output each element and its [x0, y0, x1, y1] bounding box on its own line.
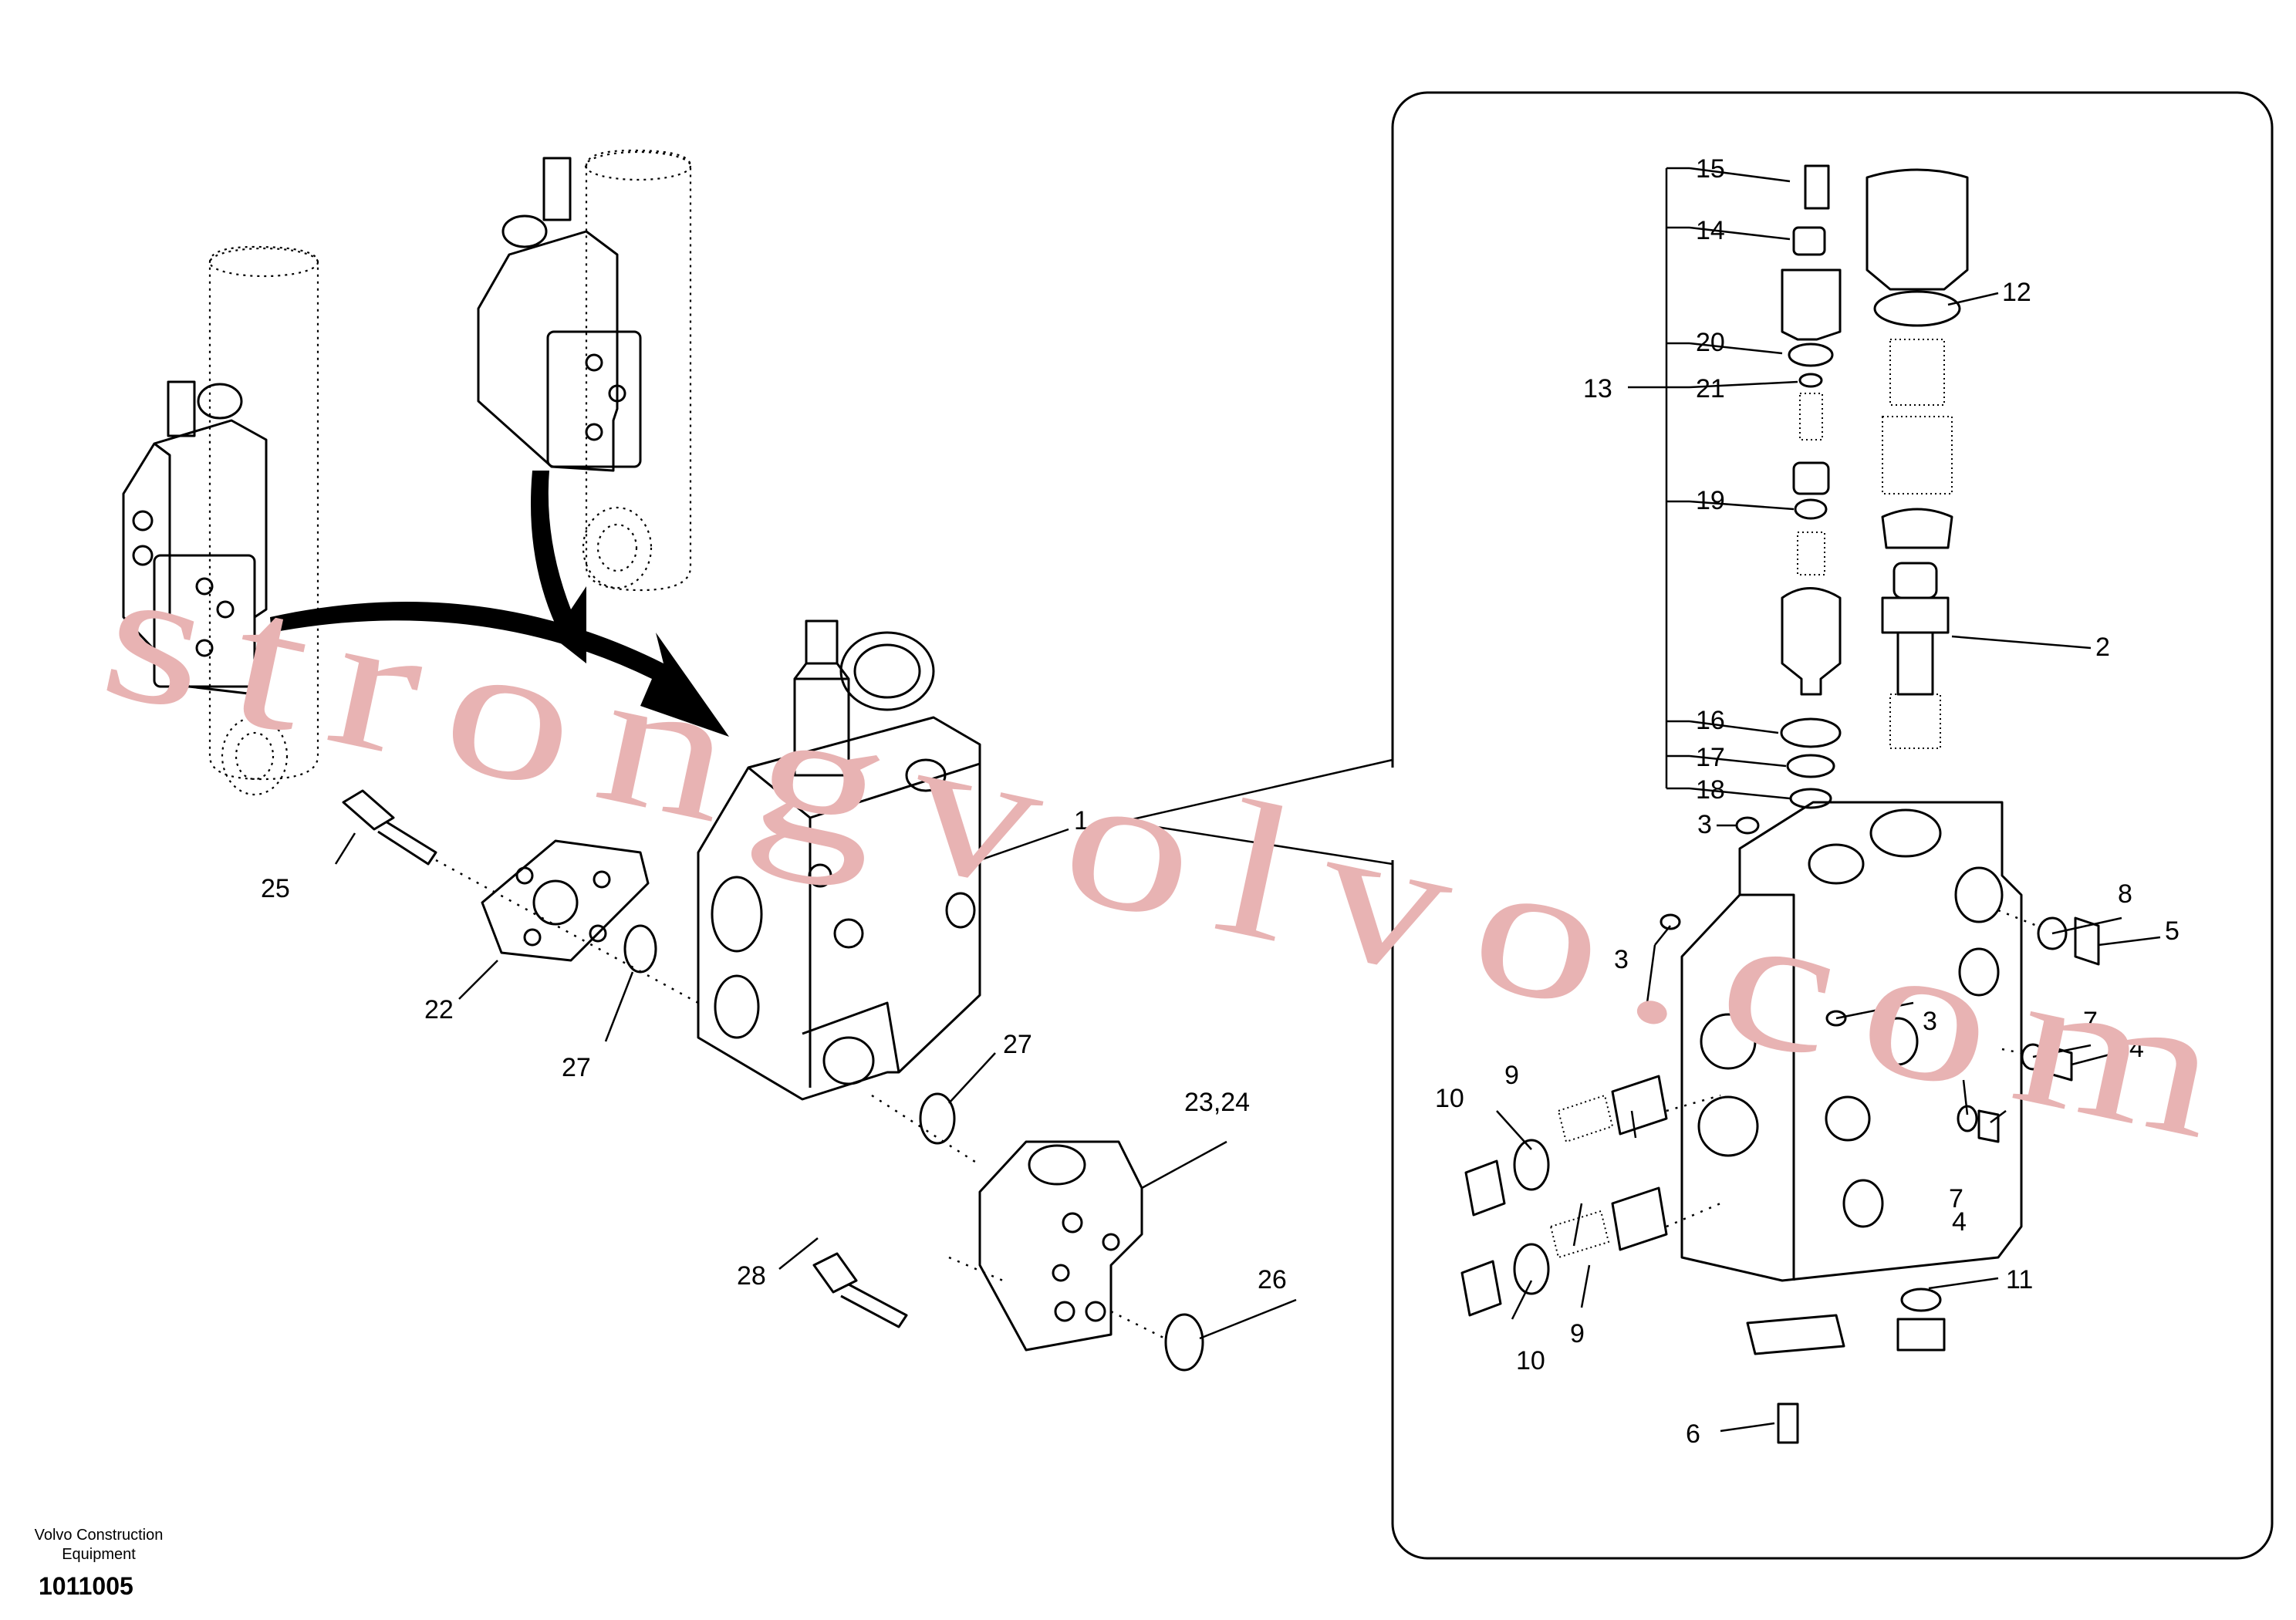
callout-18: 18 — [1696, 775, 1725, 805]
callout-28: 28 — [737, 1261, 766, 1291]
callout-13: 13 — [1583, 374, 1612, 403]
valve-context-right — [477, 157, 642, 472]
detail-inset — [1389, 91, 2274, 1560]
context-cylinder-left — [208, 245, 319, 796]
callout-27a: 27 — [562, 1053, 591, 1082]
context-cylinder-right — [582, 149, 692, 592]
callout-27b: 27 — [1003, 1030, 1032, 1059]
callout-4b: 4 — [1952, 1207, 1967, 1237]
callout-1: 1 — [1074, 806, 1089, 835]
callout-12: 12 — [2002, 278, 2031, 307]
drawing-number: 1011005 — [39, 1572, 133, 1600]
callout-20: 20 — [1696, 328, 1725, 357]
callout-19: 19 — [1696, 486, 1725, 515]
callout-9b: 9 — [1570, 1319, 1585, 1348]
callout-21: 21 — [1696, 374, 1725, 403]
callout-26: 26 — [1258, 1265, 1287, 1294]
assembly-arrows — [270, 471, 729, 737]
callout-3b: 3 — [1614, 945, 1629, 974]
callout-8: 8 — [2118, 879, 2132, 909]
callout-4a: 4 — [2129, 1034, 2144, 1063]
valve-context-left — [122, 380, 268, 696]
footer-company: Volvo Construction Equipment — [34, 1527, 164, 1563]
callout-10a: 10 — [1435, 1084, 1464, 1113]
callout-25: 25 — [261, 874, 290, 903]
callout-23-24: 23,24 — [1184, 1088, 1250, 1117]
callout-22: 22 — [424, 995, 454, 1024]
callout-11: 11 — [2006, 1265, 2033, 1294]
main-control-valve — [697, 619, 981, 1101]
callout-6: 6 — [1686, 1419, 1700, 1449]
callout-3a: 3 — [1697, 810, 1712, 839]
parts-exploded-left — [342, 789, 1204, 1372]
callout-7b: 7 — [1949, 1184, 1963, 1213]
callout-3c: 3 — [1923, 1007, 1937, 1036]
callout-17: 17 — [1696, 743, 1725, 772]
callout-5: 5 — [2165, 916, 2180, 946]
leader-lines — [334, 167, 2161, 1433]
callout-10b: 10 — [1516, 1346, 1545, 1375]
callout-9a: 9 — [1504, 1061, 1519, 1090]
callout-2: 2 — [2095, 633, 2110, 662]
callout-16: 16 — [1696, 706, 1725, 735]
callout-14: 14 — [1696, 216, 1725, 245]
callout-labels: 1 2 3 3 3 4 4 5 6 7 7 8 9 9 10 10 11 12 … — [261, 154, 2180, 1449]
callout-7a: 7 — [2083, 1007, 2098, 1036]
callout-15: 15 — [1696, 154, 1725, 184]
